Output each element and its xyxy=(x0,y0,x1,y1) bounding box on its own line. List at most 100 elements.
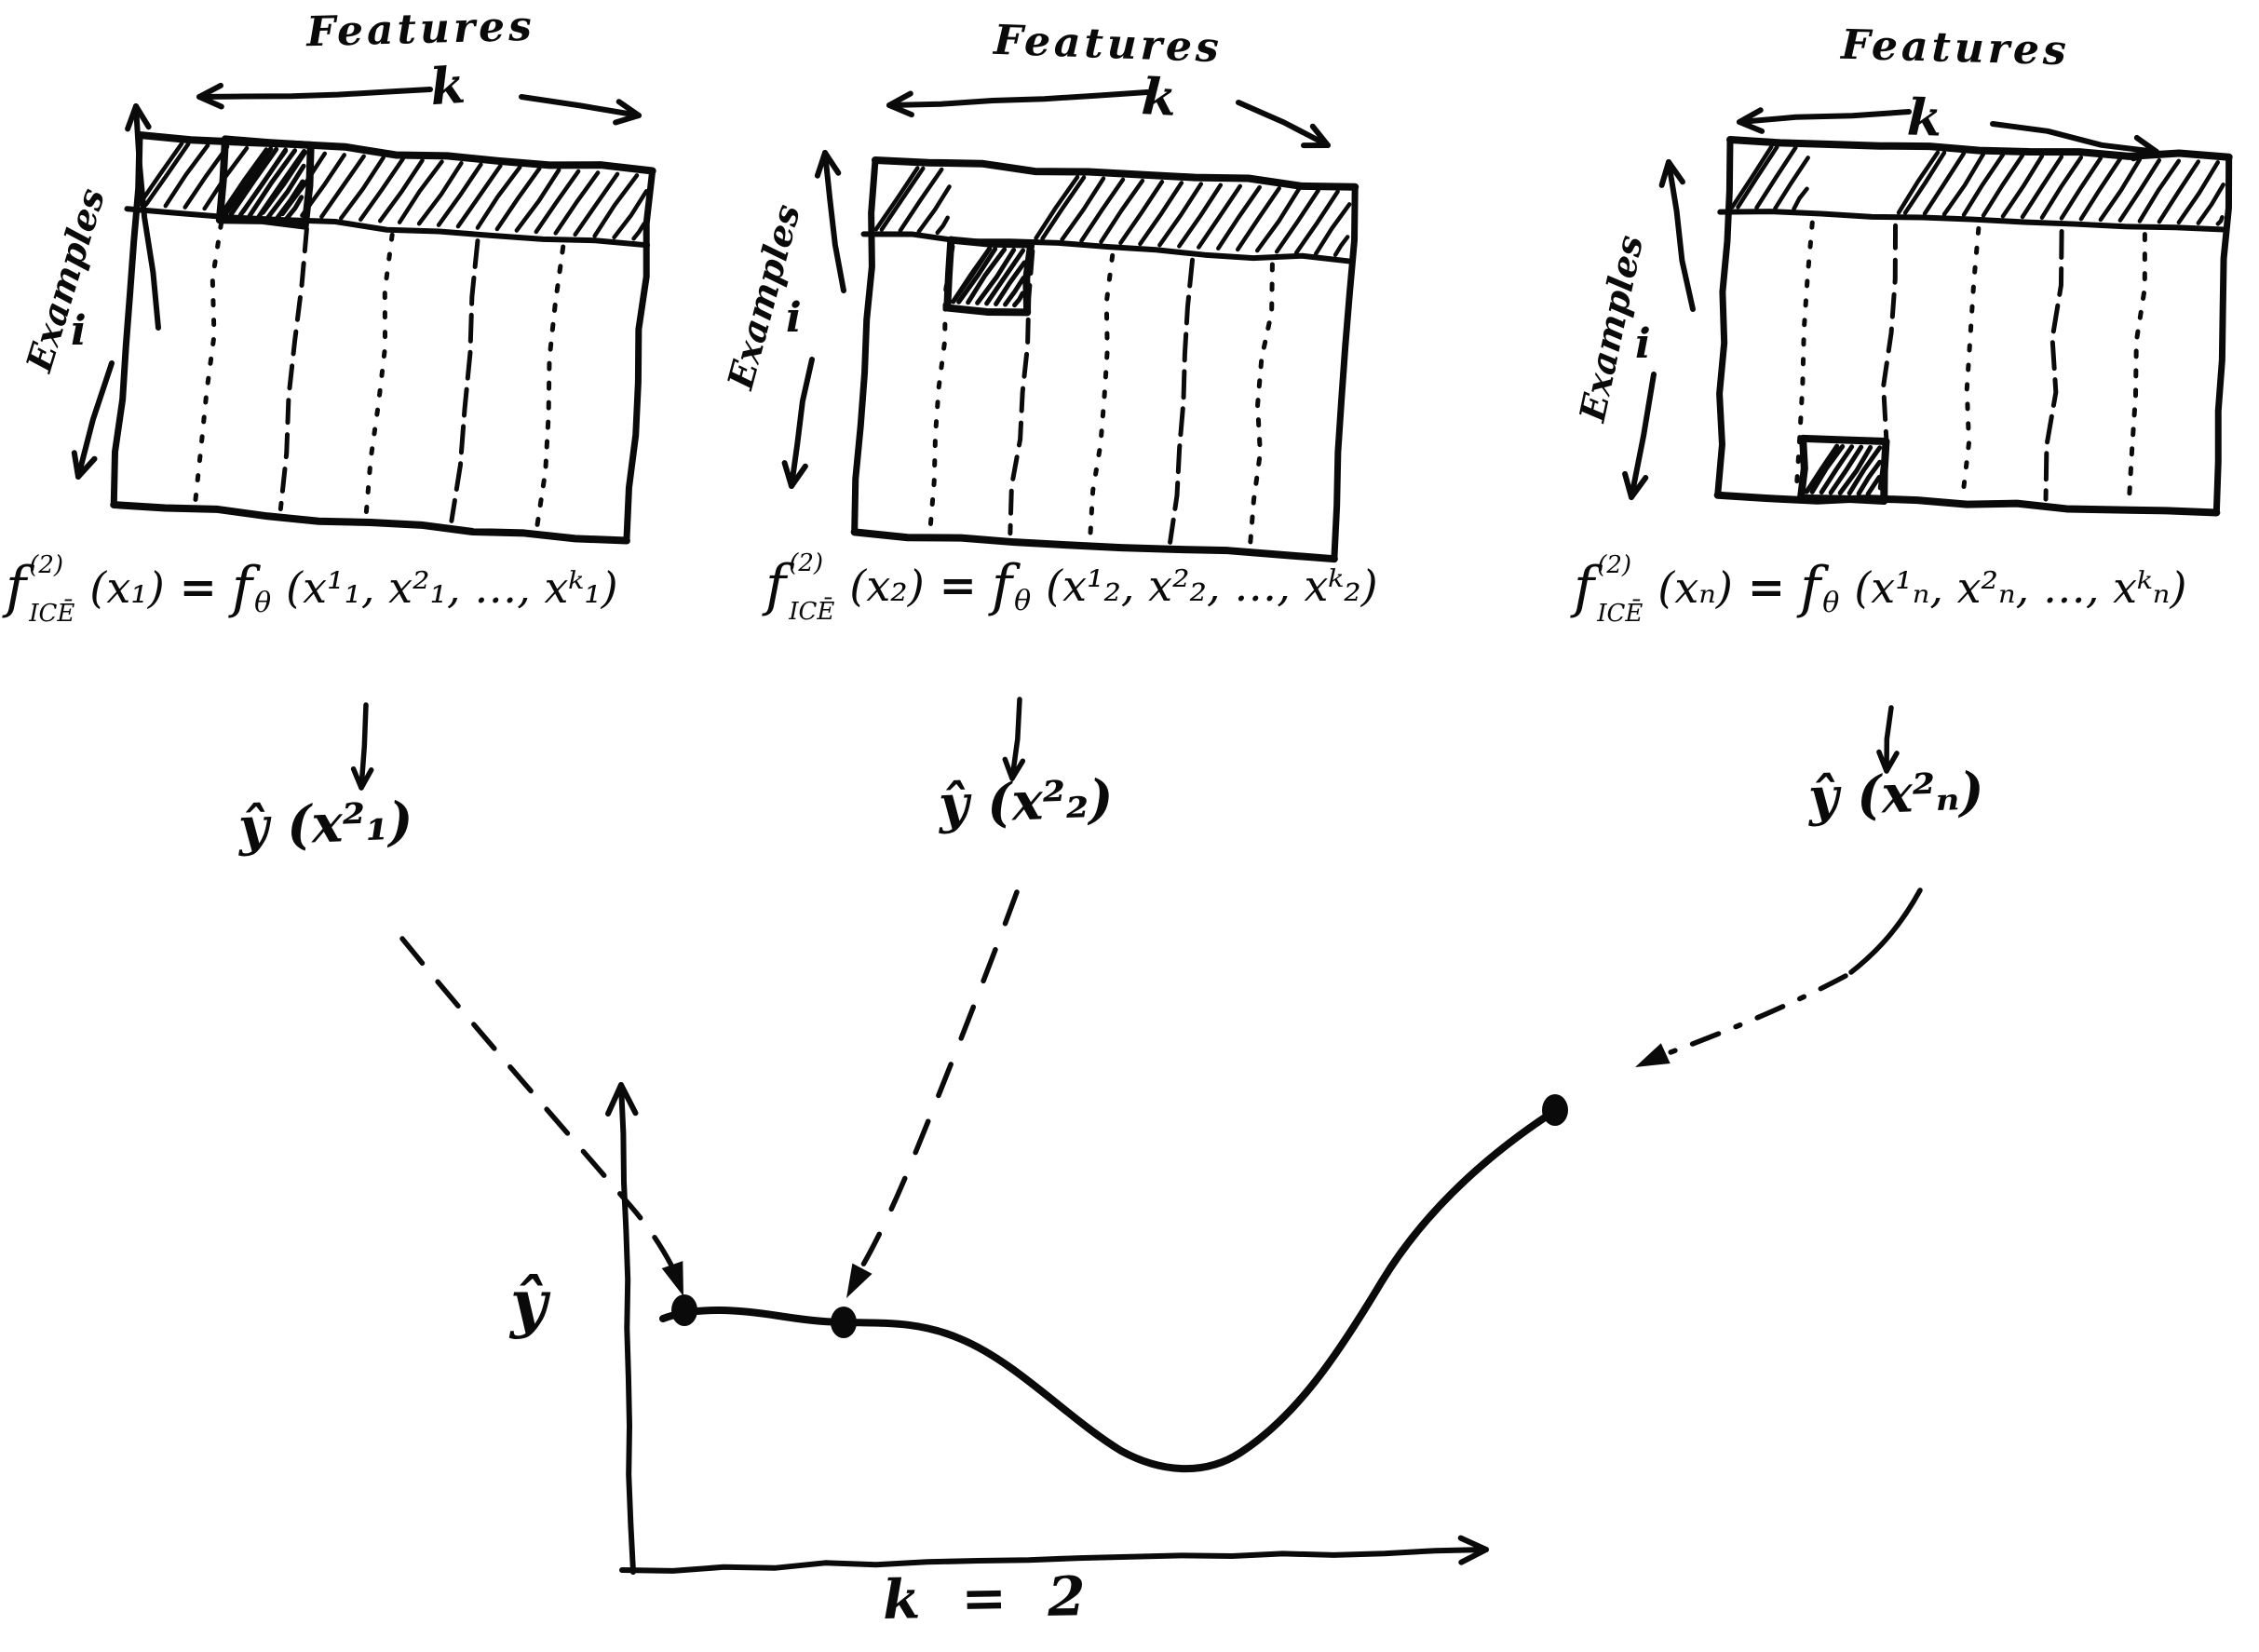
header-hatch-stroke xyxy=(1099,178,1145,244)
matrix-left-border xyxy=(110,131,143,508)
header-hatch-stroke xyxy=(222,147,269,212)
k-arrow-right xyxy=(1301,123,1331,149)
highlight-cell-border xyxy=(1796,494,1888,506)
column-divider xyxy=(927,244,955,532)
matrix-bottom-border xyxy=(850,528,1338,563)
model-function-symbol: f θ xyxy=(992,553,1031,618)
header-hatch-stroke xyxy=(455,163,503,229)
highlight-cell-border xyxy=(1880,438,1890,506)
examples-arrow-up xyxy=(1658,159,1685,188)
dashed-connector xyxy=(846,889,1020,1290)
down-arrow xyxy=(1876,749,1900,774)
header-hatch-stroke xyxy=(1332,235,1350,257)
header-hatch-stroke xyxy=(898,167,944,233)
header-hatch-stroke xyxy=(436,162,483,227)
x-axis xyxy=(619,1547,1489,1574)
header-hatch-stroke xyxy=(358,156,405,223)
ice-function-symbol: f (2) ICĒ xyxy=(765,549,834,624)
header-hatch-stroke xyxy=(1902,150,1947,215)
down-arrow xyxy=(358,702,369,791)
header-hatch-stroke xyxy=(2117,157,2162,223)
examples-arrow-down xyxy=(1622,470,1649,500)
header-hatch-stroke xyxy=(553,170,601,236)
examples-arrow-down xyxy=(781,460,808,489)
header-hatch-stroke xyxy=(143,142,191,207)
header-hatch-stroke xyxy=(377,157,425,223)
header-hatch-stroke xyxy=(1792,186,1809,211)
curve-point-2 xyxy=(831,1307,857,1338)
highlight-cell-hatch xyxy=(228,146,279,217)
x-axis xyxy=(1457,1535,1489,1565)
function-scripts: (2) ICĒ xyxy=(789,551,834,624)
function-letter: f xyxy=(6,555,27,620)
k-extent-arrows-1 xyxy=(196,82,642,126)
model-arguments: (x¹ₙ, x²ₙ, …, xᵏₙ) xyxy=(1854,562,2187,613)
highlight-cell-border xyxy=(215,216,309,230)
header-hatch-stroke xyxy=(873,166,920,232)
prediction-label-2: ŷ (x²₂) xyxy=(937,767,1115,836)
ice-function-symbol: f (2) ICĒ xyxy=(6,551,75,628)
k-width-label-3: k xyxy=(1905,87,1943,148)
column-divider xyxy=(363,232,395,518)
header-hatch-stroke xyxy=(916,184,952,234)
header-hatch-stroke xyxy=(1896,150,1941,215)
highlight-cell-hatch xyxy=(1846,445,1883,496)
header-hatch-stroke xyxy=(1941,152,1986,217)
header-row-line xyxy=(860,231,1354,264)
header-hatch-stroke xyxy=(2157,159,2201,224)
function-letter: f xyxy=(765,553,787,618)
highlight-cell-hatch xyxy=(265,163,306,220)
ice-formula-1: f (2) ICĒ (x₁) = f θ (x¹₁, x²₁, …, xᵏ₁) xyxy=(6,551,618,628)
model-function-symbol: f θ xyxy=(1800,555,1839,620)
highlight-cell-border xyxy=(943,236,955,312)
highlight-cell-hatch xyxy=(1804,443,1840,494)
examples-arrow-down xyxy=(71,450,98,480)
matrix-left-border xyxy=(851,156,879,535)
theta-subscript: θ xyxy=(1822,586,1840,619)
header-hatch-stroke xyxy=(1961,152,2006,218)
highlight-cell-hatch xyxy=(1003,275,1026,307)
header-hatch-stroke xyxy=(935,215,950,236)
function-letter: f xyxy=(991,553,1013,618)
function-subscript: ICĒ xyxy=(29,600,75,628)
prediction-annotation-arrow-2 xyxy=(846,889,1020,1298)
function-letter: f xyxy=(1800,555,1821,620)
header-hatch-stroke xyxy=(2137,158,2182,223)
highlight-cell-hatch xyxy=(237,147,289,218)
header-hatch-stroke xyxy=(1254,187,1301,253)
highlight-cell-border xyxy=(947,236,1035,249)
examples-arrow-down xyxy=(75,360,115,480)
highlight-cell-hatch xyxy=(975,247,1017,305)
curve-point-3 xyxy=(1542,1094,1568,1126)
function-superscript: (2) xyxy=(1597,551,1632,579)
highlight-cell-hatch xyxy=(1856,459,1883,496)
examples-extent-arrows-2 xyxy=(781,150,846,489)
highlight-cell-hatch xyxy=(956,246,998,305)
highlight-cell-hatch xyxy=(951,246,993,305)
highlight-cell-hatch xyxy=(275,179,305,221)
header-row-line xyxy=(124,206,651,249)
header-hatch-stroke xyxy=(514,168,561,233)
annotation-arrowhead-icon xyxy=(846,1263,872,1298)
column-divider xyxy=(2126,232,2147,505)
model-arguments: (x¹₁, x²₁, …, xᵏ₁) xyxy=(286,562,618,613)
matrix-bottom-border xyxy=(1713,491,2221,517)
column-divider xyxy=(1960,225,1982,499)
header-hatch-stroke xyxy=(534,169,581,235)
header-hatch-stroke xyxy=(1313,202,1352,256)
header-hatch-stroke xyxy=(2215,215,2225,226)
equals-sign: = xyxy=(1747,562,1786,614)
k-arrow-right xyxy=(1990,121,2159,155)
model-arguments: (x¹₂, x²₂, …, xᵏ₂) xyxy=(1046,561,1378,611)
matrix-top-border xyxy=(872,156,1359,191)
header-hatch-stroke xyxy=(1236,186,1281,252)
examples-arrow-up xyxy=(822,150,846,293)
x-axis-label: k = 2 xyxy=(882,1564,1098,1632)
down-arrow xyxy=(350,765,374,791)
header-hatch-stroke xyxy=(1197,183,1243,250)
header-hatch-stroke xyxy=(2059,156,2103,221)
header-hatch-stroke xyxy=(1773,156,1810,210)
features-label-1: Features xyxy=(305,2,536,57)
